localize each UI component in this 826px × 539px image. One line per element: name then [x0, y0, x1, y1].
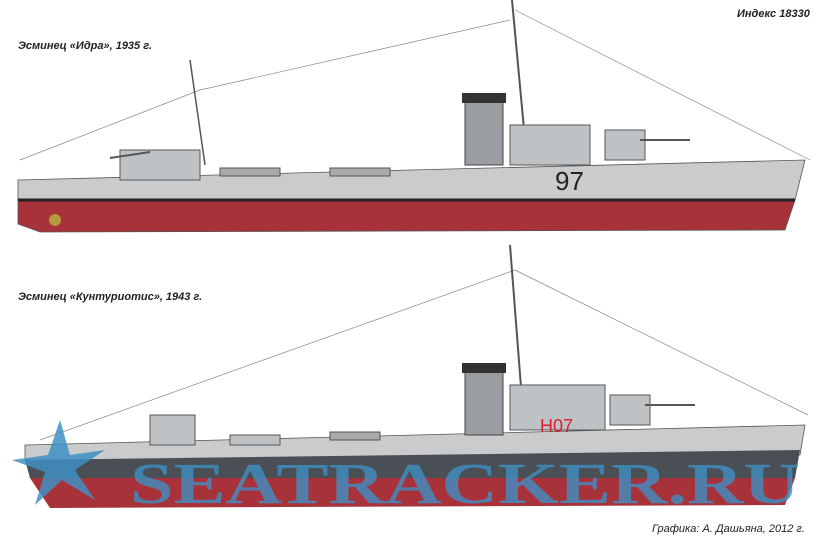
- credit-text: Графика: А. Дашьяна, 2012 г.: [652, 523, 805, 535]
- hull-number-97: 97: [555, 166, 584, 196]
- watermark-text: SEATRACKER.RU: [130, 451, 800, 516]
- watermark-star-logo: [12, 420, 105, 505]
- ship-hydra: [17, 0, 811, 233]
- ship-kountouriotis: [24, 244, 809, 508]
- index-label: Индекс 18330: [737, 8, 810, 20]
- ship-caption-1: Эсминец «Идра», 1935 г.: [18, 40, 153, 52]
- hull-number-h07: H07: [540, 416, 573, 436]
- ship-caption-2: Эсминец «Кунтуриотис», 1943 г.: [18, 291, 203, 303]
